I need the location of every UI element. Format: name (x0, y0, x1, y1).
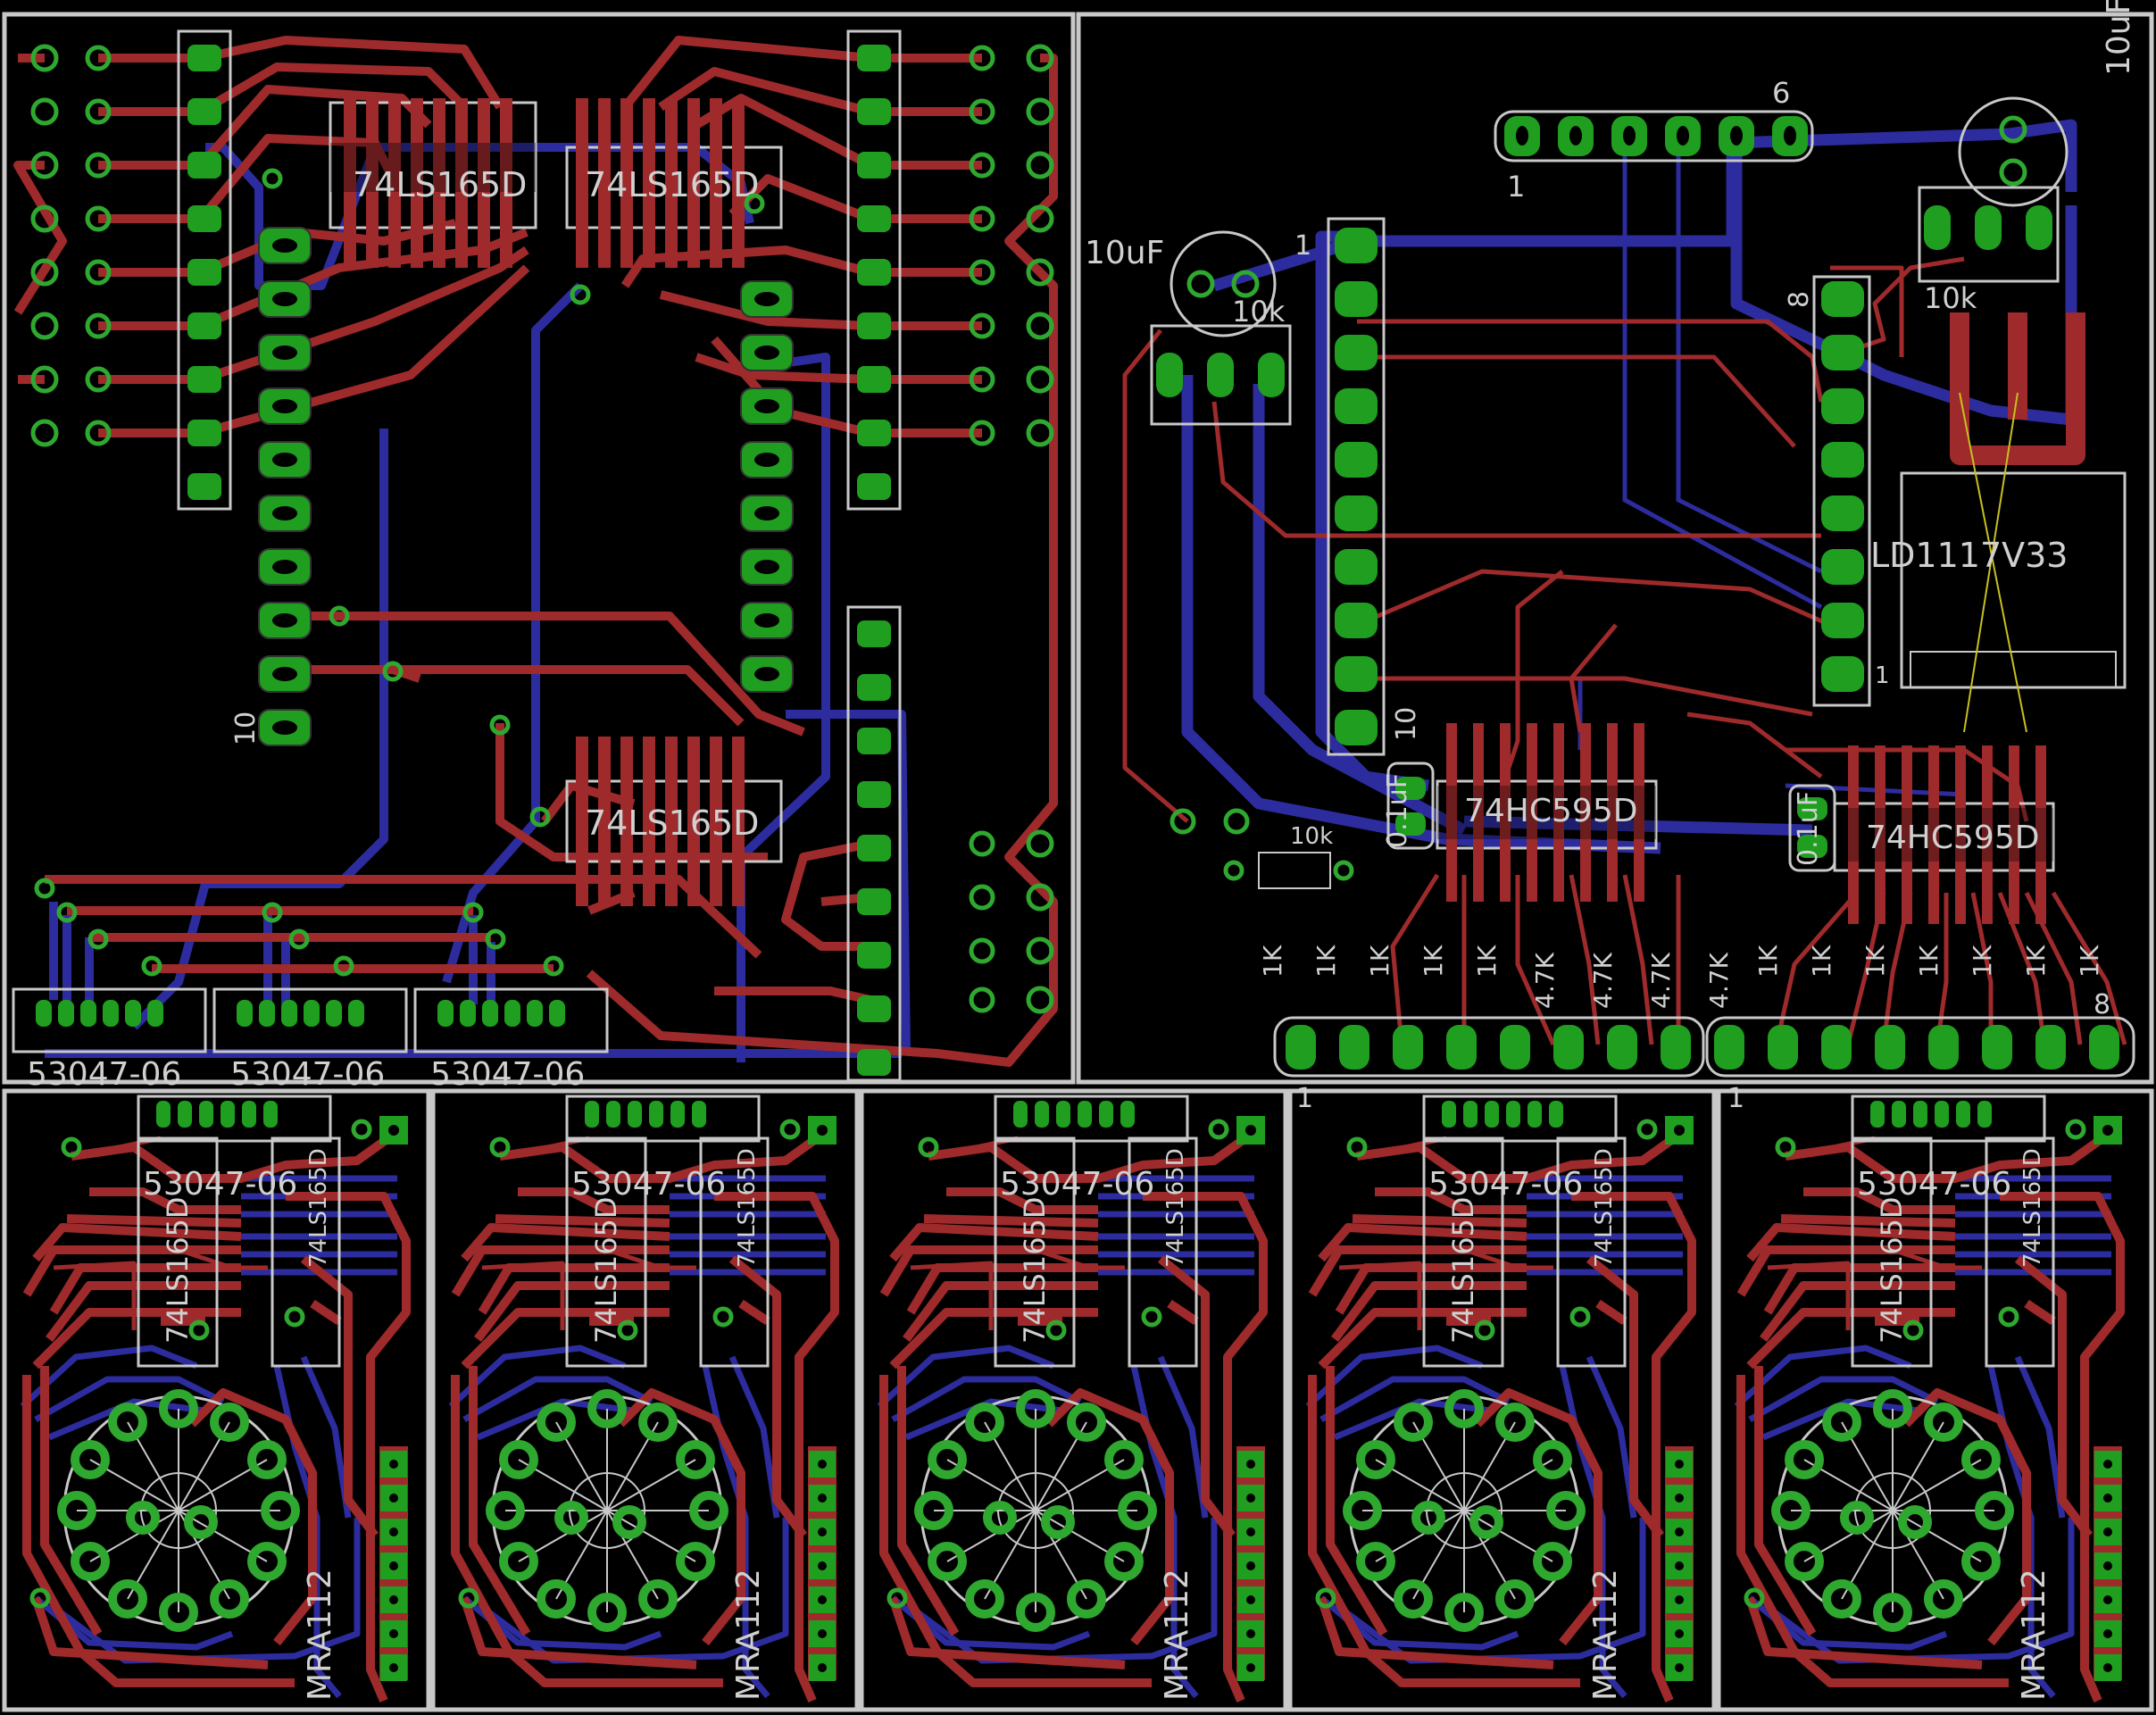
module-5: 53047-06 74LS165D 74LS165D MRA112 (1736, 1096, 2122, 1701)
chip-label: 74LS165D (1446, 1196, 1480, 1344)
connector-label: 53047-06 (571, 1166, 726, 1203)
switch-label: MRA112 (730, 1569, 767, 1701)
connector-label: 53047-06 (430, 1056, 585, 1093)
resistor-10k: 10k (1170, 808, 1354, 889)
pin-label: 1 (1727, 1083, 1744, 1114)
regulator-ld1117v33: LD1117V33 (1870, 392, 2127, 733)
cap-label: 0.1uF (1793, 791, 1824, 866)
pot-label: 10k (1232, 295, 1286, 329)
chip-label-2: 74LS165D (305, 1148, 332, 1268)
resistor-label: 10k (1290, 823, 1333, 850)
capacitor-0-1uf-2: 0.1uF (1788, 784, 1836, 872)
chip-label: 74LS165D (353, 165, 527, 204)
chip-label-2: 74LS165D (734, 1148, 761, 1268)
chip-74ls165d-2: 74LS165D (565, 98, 783, 268)
switch-label: MRA112 (2016, 1569, 2052, 1701)
resistor-value: 1K (1807, 945, 1836, 978)
resistor-row: 1K 1K 1K 1K 1K 4.7K 4.7K 4.7K 4.7K 1K 1K… (1258, 945, 2104, 1009)
connector-label: 53047-06 (143, 1166, 297, 1203)
resistor-value: 1K (2075, 945, 2104, 978)
chip-74ls165d-1: 74LS165D (329, 98, 537, 268)
resistor-value: 1K (1753, 945, 1783, 978)
chip-label: 74HC595D (1464, 793, 1637, 829)
pin-label: 1 (1296, 1083, 1313, 1114)
bottom-header-row: 1 1 8 (1273, 989, 2135, 1114)
connector-pads (36, 1000, 565, 1027)
resistor-value: 1K (1419, 945, 1448, 978)
chip-label: 74LS165D (1875, 1196, 1909, 1344)
switch-label: MRA112 (302, 1569, 338, 1701)
chip-label: 74LS165D (1018, 1196, 1052, 1344)
header-10pin: 1 10 (1294, 217, 1422, 756)
chip-74ls165d-3: 74LS165D (565, 737, 783, 906)
resistor-value: 1K (1258, 945, 1287, 978)
pot-label: 10k (1924, 281, 1977, 315)
resistor-value: 1K (1914, 945, 1944, 978)
pin-label: 8 (1784, 291, 1815, 308)
capacitor-10uf-right: 10uF (1958, 0, 2137, 207)
module-3: 53047-06 74LS165D 74LS165D MRA112 (879, 1096, 1265, 1701)
cap-label: 0.1uF (1382, 773, 1413, 848)
connector-label: 53047-06 (1000, 1166, 1154, 1203)
chip-label: 74LS165D (585, 803, 759, 843)
chip-label: 74LS165D (161, 1196, 195, 1344)
potentiometer-left: 10k (1150, 295, 1292, 426)
pin-label: 10 (1391, 707, 1422, 741)
resistor-value: 4.7K (1530, 952, 1560, 1009)
chip-label-2: 74LS165D (2019, 1148, 2046, 1268)
header-8pin: 8 1 (1784, 275, 1890, 707)
header-pin-label: 10 (230, 712, 262, 745)
regulator-label: LD1117V33 (1870, 536, 2069, 575)
resistor-value: 4.7K (1704, 952, 1734, 1009)
top-copper-traces (1122, 256, 2127, 1046)
header-outlines (12, 29, 902, 1082)
pin-label: 8 (2094, 989, 2110, 1020)
connector-label: 53047-06 (1857, 1166, 2011, 1203)
chip-label-2: 74LS165D (1162, 1148, 1189, 1268)
pin-label: 1 (1294, 230, 1311, 262)
cap-label: 10uF (2101, 0, 2137, 76)
top-right-section: 1 6 10uF 10uF 10k 10k (1085, 0, 2137, 1114)
connector-label: 53047-06 (27, 1056, 181, 1093)
module-1: 53047-06 74LS165D 74LS165D MRA112 (22, 1096, 408, 1701)
top-left-section: 74LS165D 74LS165D 74LS165D (12, 29, 1058, 1093)
resistor-value: 1K (1968, 945, 1997, 978)
switch-label: MRA112 (1587, 1569, 1624, 1701)
capacitor-10uf-left: 10uF (1085, 230, 1277, 337)
potentiometer-right: 10k (1918, 186, 2060, 315)
resistor-value: 4.7K (1646, 952, 1676, 1009)
module-2: 53047-06 74LS165D 74LS165D MRA112 (451, 1096, 837, 1701)
board-outlines (2, 12, 2154, 1712)
resistor-value: 1K (1472, 945, 1502, 978)
resistor-value: 4.7K (1588, 952, 1618, 1009)
chip-74hc595d-1: 74HC595D (1436, 723, 1658, 902)
chip-74hc595d-2: 74HC595D (1833, 745, 2055, 924)
chip-label-2: 74LS165D (1591, 1148, 1618, 1268)
resistor-value: 1K (1860, 945, 1890, 978)
thick-top-traces (1950, 312, 2085, 465)
switch-label: MRA112 (1159, 1569, 1195, 1701)
resistor-value: 1K (1365, 945, 1394, 978)
vias (30, 44, 1054, 1014)
pin-label: 6 (1772, 76, 1790, 110)
header-6pin: 1 6 (1494, 76, 1814, 204)
connector-label: 53047-06 (230, 1056, 385, 1093)
pin-label: 1 (1507, 170, 1525, 204)
chip-label: 74LS165D (589, 1196, 623, 1344)
module-4: 53047-06 74LS165D 74LS165D MRA112 (1308, 1096, 1694, 1701)
chip-label: 74HC595D (1866, 820, 2039, 856)
connector-label: 53047-06 (1428, 1166, 1583, 1203)
cap-label: 10uF (1085, 235, 1164, 271)
chip-label: 74LS165D (585, 165, 759, 204)
resistor-value: 1K (2021, 945, 2051, 978)
pin-label: 1 (1875, 662, 1890, 689)
capacitor-0-1uf-1: 0.1uF (1382, 762, 1435, 850)
single-row-pads (187, 45, 891, 1076)
resistor-value: 1K (1311, 945, 1341, 978)
